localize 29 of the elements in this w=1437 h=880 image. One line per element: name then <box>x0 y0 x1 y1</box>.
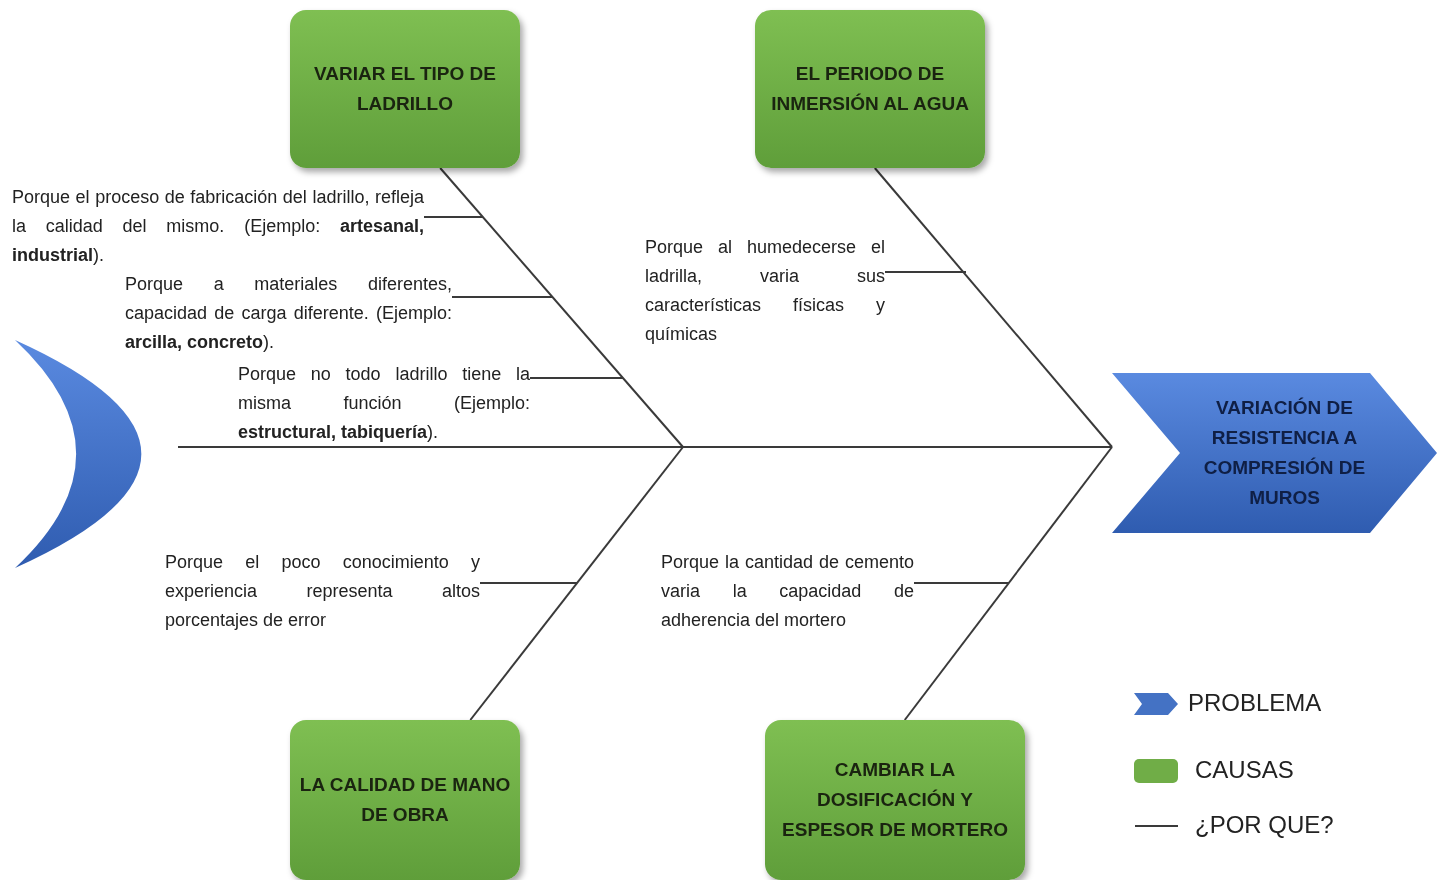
legend-label: PROBLEMA <box>1188 689 1322 717</box>
reason-text: Porque a materiales diferentes, capacidad de carga diferente. (Ejemplo: arcilla, concreto). <box>125 270 452 360</box>
legend-label: ¿POR QUE? <box>1195 811 1334 839</box>
problem-label: VARIACIÓN DE RESISTENCIA A COMPRESIÓN DE MUROS <box>1202 396 1367 510</box>
branch-line <box>529 377 624 379</box>
cause-label: LA CALIDAD DE MANO DE OBRA <box>298 773 512 827</box>
cause-label: CAMBIAR LA DOSIFICACIÓN Y ESPESOR DE MORTERO <box>781 758 1009 842</box>
branch-line <box>479 582 578 584</box>
reason-text: Porque al humedecerse el ladrilla, varia sus características físicas y químicas <box>645 233 885 353</box>
reason-text: Porque el poco conocimiento y experiencia representa altos porcentajes de error <box>165 548 480 638</box>
cause-label: VARIAR EL TIPO DE LADRILLO <box>313 62 497 116</box>
cause-box <box>765 720 1025 880</box>
spine-line <box>177 446 1113 448</box>
bone-line <box>873 167 1113 448</box>
branch-line <box>913 582 1010 584</box>
reason-text: Porque no todo ladrillo tiene la misma función (Ejemplo: estructural, tabiquería). <box>238 360 530 450</box>
branch-line <box>451 296 553 298</box>
cause-box <box>290 720 520 880</box>
bone-line <box>469 446 684 721</box>
cause-box <box>290 10 520 168</box>
legend-label: CAUSAS <box>1195 756 1294 784</box>
bone-line <box>439 167 684 448</box>
reason-text: Porque el proceso de fabricación del ladrillo, refleja la calidad del mismo. (Ejemplo: artesanal, industrial). <box>12 183 424 273</box>
bone-line <box>903 446 1113 721</box>
cause-label: EL PERIODO DE INMERSIÓN AL AGUA <box>770 62 970 116</box>
branch-line <box>423 216 484 218</box>
branch-line <box>884 271 967 273</box>
cause-box <box>755 10 985 168</box>
reason-text: Porque la cantidad de cemento varia la capacidad de adherencia del mortero <box>661 548 914 668</box>
